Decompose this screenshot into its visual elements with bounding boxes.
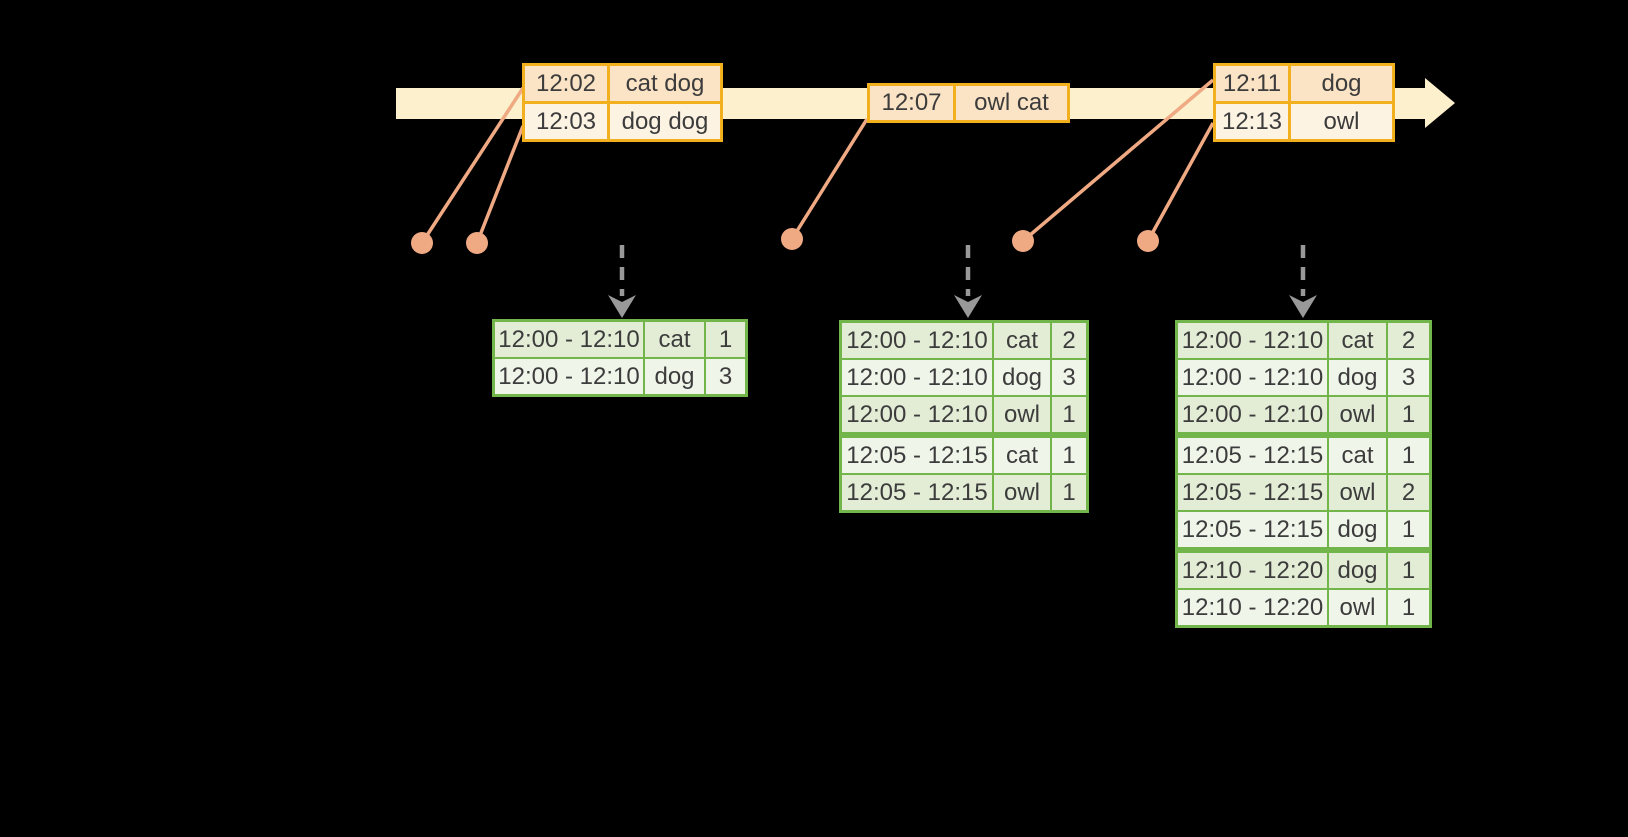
window-range: 12:00 - 12:10: [1178, 360, 1327, 395]
trigger-arrowhead-icon: [608, 295, 636, 318]
trigger-arrowhead-icon: [954, 295, 982, 318]
count: 3: [706, 359, 745, 394]
event-connector-line: [1021, 78, 1215, 243]
window-range: 12:10 - 12:20: [1178, 590, 1327, 625]
word: dog: [1329, 360, 1386, 395]
word: dog: [1329, 553, 1386, 588]
event-dot-icon: [781, 228, 803, 250]
event-connector-line: [790, 118, 869, 240]
word: cat: [994, 323, 1050, 358]
window-group-separator: [1178, 549, 1429, 551]
result-table-3: 12:00 - 12:10 cat 2 12:00 - 12:10 dog 3 …: [1175, 320, 1432, 628]
count: 1: [1388, 438, 1429, 473]
count: 2: [1388, 323, 1429, 358]
word: dog: [1329, 512, 1386, 547]
event-time: 12:02: [525, 66, 607, 101]
event-time: 12:11: [1216, 66, 1288, 101]
count: 1: [1388, 590, 1429, 625]
event-time: 12:07: [870, 86, 953, 120]
event-words: owl cat: [956, 86, 1067, 120]
word: dog: [994, 360, 1050, 395]
timeline-arrowhead-icon: [1425, 78, 1455, 128]
word: cat: [994, 438, 1050, 473]
word: owl: [1329, 590, 1386, 625]
count: 3: [1052, 360, 1086, 395]
word: owl: [994, 475, 1050, 510]
window-group-separator: [842, 434, 1086, 436]
count: 1: [1388, 397, 1429, 432]
count: 2: [1052, 323, 1086, 358]
input-batch-table-3: 12:11 dog 12:13 owl: [1213, 63, 1395, 142]
window-range: 12:00 - 12:10: [495, 359, 643, 394]
input-batch-table-2: 12:07 owl cat: [867, 83, 1070, 123]
event-words: owl: [1291, 104, 1392, 139]
event-dot-icon: [466, 232, 488, 254]
count: 1: [1052, 475, 1086, 510]
event-connector-line: [420, 87, 525, 244]
count: 1: [1052, 438, 1086, 473]
window-range: 12:05 - 12:15: [842, 438, 992, 473]
result-table-1: 12:00 - 12:10 cat 1 12:00 - 12:10 dog 3: [492, 319, 748, 397]
event-connector-line: [475, 125, 525, 244]
window-range: 12:00 - 12:10: [1178, 323, 1327, 358]
window-range: 12:00 - 12:10: [842, 397, 992, 432]
result-table-2: 12:00 - 12:10 cat 2 12:00 - 12:10 dog 3 …: [839, 320, 1089, 513]
window-range: 12:00 - 12:10: [1178, 397, 1327, 432]
word: owl: [1329, 397, 1386, 432]
event-words: dog dog: [610, 104, 720, 139]
word: cat: [1329, 323, 1386, 358]
event-time: 12:13: [1216, 104, 1288, 139]
window-range: 12:00 - 12:10: [842, 323, 992, 358]
event-words: dog: [1291, 66, 1392, 101]
word: cat: [1329, 438, 1386, 473]
count: 1: [1388, 512, 1429, 547]
trigger-arrowhead-icon: [1289, 295, 1317, 318]
window-range: 12:05 - 12:15: [1178, 438, 1327, 473]
word: dog: [645, 359, 704, 394]
event-time: 12:03: [525, 104, 607, 139]
window-range: 12:05 - 12:15: [842, 475, 992, 510]
count: 1: [1052, 397, 1086, 432]
count: 1: [1388, 553, 1429, 588]
word: owl: [1329, 475, 1386, 510]
event-connector-line: [1146, 122, 1215, 242]
event-words: cat dog: [610, 66, 720, 101]
event-dot-icon: [411, 232, 433, 254]
count: 1: [706, 322, 745, 357]
event-dot-icon: [1012, 230, 1034, 252]
window-group-separator: [1178, 434, 1429, 436]
word: cat: [645, 322, 704, 357]
window-range: 12:05 - 12:15: [1178, 512, 1327, 547]
event-dot-icon: [1137, 230, 1159, 252]
count: 2: [1388, 475, 1429, 510]
window-range: 12:00 - 12:10: [842, 360, 992, 395]
input-batch-table-1: 12:02 cat dog 12:03 dog dog: [522, 63, 723, 142]
count: 3: [1388, 360, 1429, 395]
window-range: 12:05 - 12:15: [1178, 475, 1327, 510]
window-range: 12:00 - 12:10: [495, 322, 643, 357]
word: owl: [994, 397, 1050, 432]
window-range: 12:10 - 12:20: [1178, 553, 1327, 588]
